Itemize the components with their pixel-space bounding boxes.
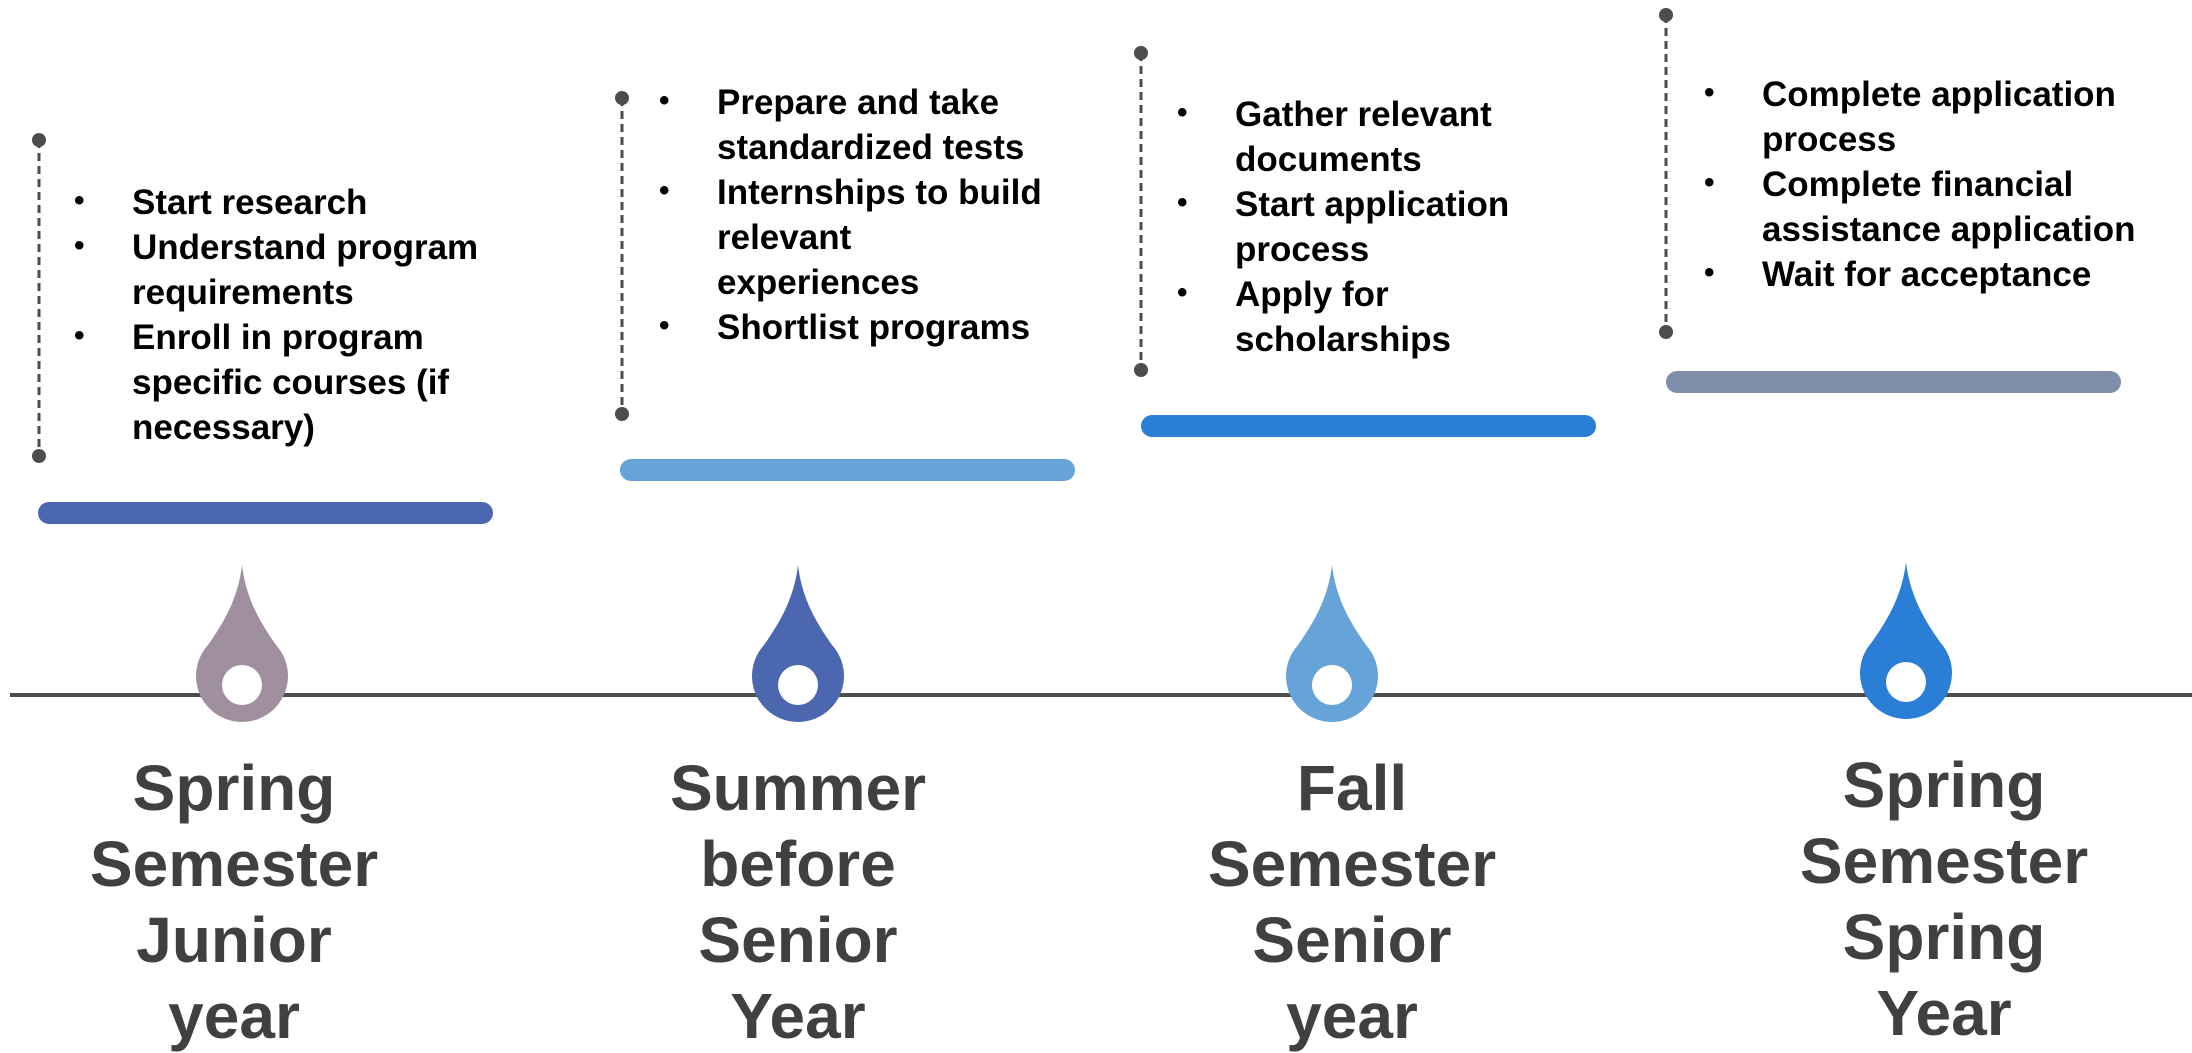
- stage-2-label-line: Summer: [669, 752, 927, 824]
- stage-1-label-line: Spring: [132, 752, 336, 824]
- stage-4-bullet: Wait for acceptance: [1704, 250, 2182, 297]
- stage-4-bullet: Complete financial assistance applicatio…: [1704, 160, 2182, 252]
- stage-4-label-line: Semester: [1799, 825, 2089, 897]
- stage-4-leader-dot-bottom: [1659, 325, 1673, 339]
- stage-3-bullet: Start application process: [1177, 180, 1565, 272]
- stage-4-bullet-list: Complete application process Complete fi…: [1704, 70, 2182, 297]
- stage-2-label: Summer before Senior Year: [618, 750, 978, 1053]
- stage-3-label: Fall Semester Senior year: [1172, 750, 1532, 1053]
- stage-2-bar: [620, 459, 1075, 481]
- stage-3-bullet: Gather relevant documents: [1177, 90, 1565, 182]
- stage-1-label-line: Semester: [89, 828, 379, 900]
- stage-2-leader-dot-bottom: [615, 407, 629, 421]
- stage-2-bullet: Shortlist programs: [659, 303, 1047, 350]
- stage-3-bullet-list: Gather relevant documents Start applicat…: [1177, 90, 1565, 362]
- stage-1-leader-dot-bottom: [32, 449, 46, 463]
- stage-2-bullet-list: Prepare and take standardized tests Inte…: [659, 78, 1047, 350]
- stage-4-label-line: Spring: [1842, 901, 2046, 973]
- stage-4-bar: [1666, 371, 2121, 393]
- stage-3-leader-dot-top: [1134, 46, 1148, 60]
- stage-1-leader-dot-top: [32, 133, 46, 147]
- stage-1-label-line: Junior: [136, 904, 332, 976]
- stage-2-label-line: before: [700, 828, 896, 900]
- stage-4-marker: [1860, 562, 1952, 719]
- stage-3-label-line: Senior: [1252, 904, 1452, 976]
- stage-4-label: Spring Semester Spring Year: [1764, 747, 2124, 1051]
- stage-2-label-line: Year: [730, 980, 866, 1052]
- stage-2-marker: [752, 565, 844, 722]
- stage-4-label-line: Spring: [1842, 749, 2046, 821]
- stage-2-bullet: Prepare and take standardized tests: [659, 78, 1047, 170]
- stage-1-bullet: Understand program requirements: [74, 223, 522, 315]
- stage-3-label-line: Fall: [1296, 752, 1408, 824]
- stage-1-label-line: year: [168, 980, 300, 1052]
- stage-1-bullet-list: Start research Understand program requir…: [74, 178, 522, 450]
- stage-3-label-line: year: [1286, 980, 1418, 1052]
- stage-3-leader-dot-bottom: [1134, 363, 1148, 377]
- stage-1-label: Spring Semester Junior year: [54, 750, 414, 1053]
- stage-2-label-line: Senior: [698, 904, 898, 976]
- stage-3-bar: [1141, 415, 1596, 437]
- stage-1-bar: [38, 502, 493, 524]
- stage-4-label-line: Year: [1876, 977, 2012, 1049]
- stage-1-marker: [196, 565, 288, 722]
- stage-3-marker: [1286, 565, 1378, 722]
- stage-3-bullet: Apply for scholarships: [1177, 270, 1565, 362]
- stage-4-bullet: Complete application process: [1704, 70, 2182, 162]
- stage-1-bullet: Start research: [74, 178, 522, 225]
- stage-1-bullet: Enroll in program specific courses (if n…: [74, 313, 522, 450]
- stage-4-leader-dot-top: [1659, 8, 1673, 22]
- stage-2-bullet: Internships to build relevant experience…: [659, 168, 1047, 305]
- stage-2-leader-dot-top: [615, 91, 629, 105]
- stage-3-label-line: Semester: [1207, 828, 1497, 900]
